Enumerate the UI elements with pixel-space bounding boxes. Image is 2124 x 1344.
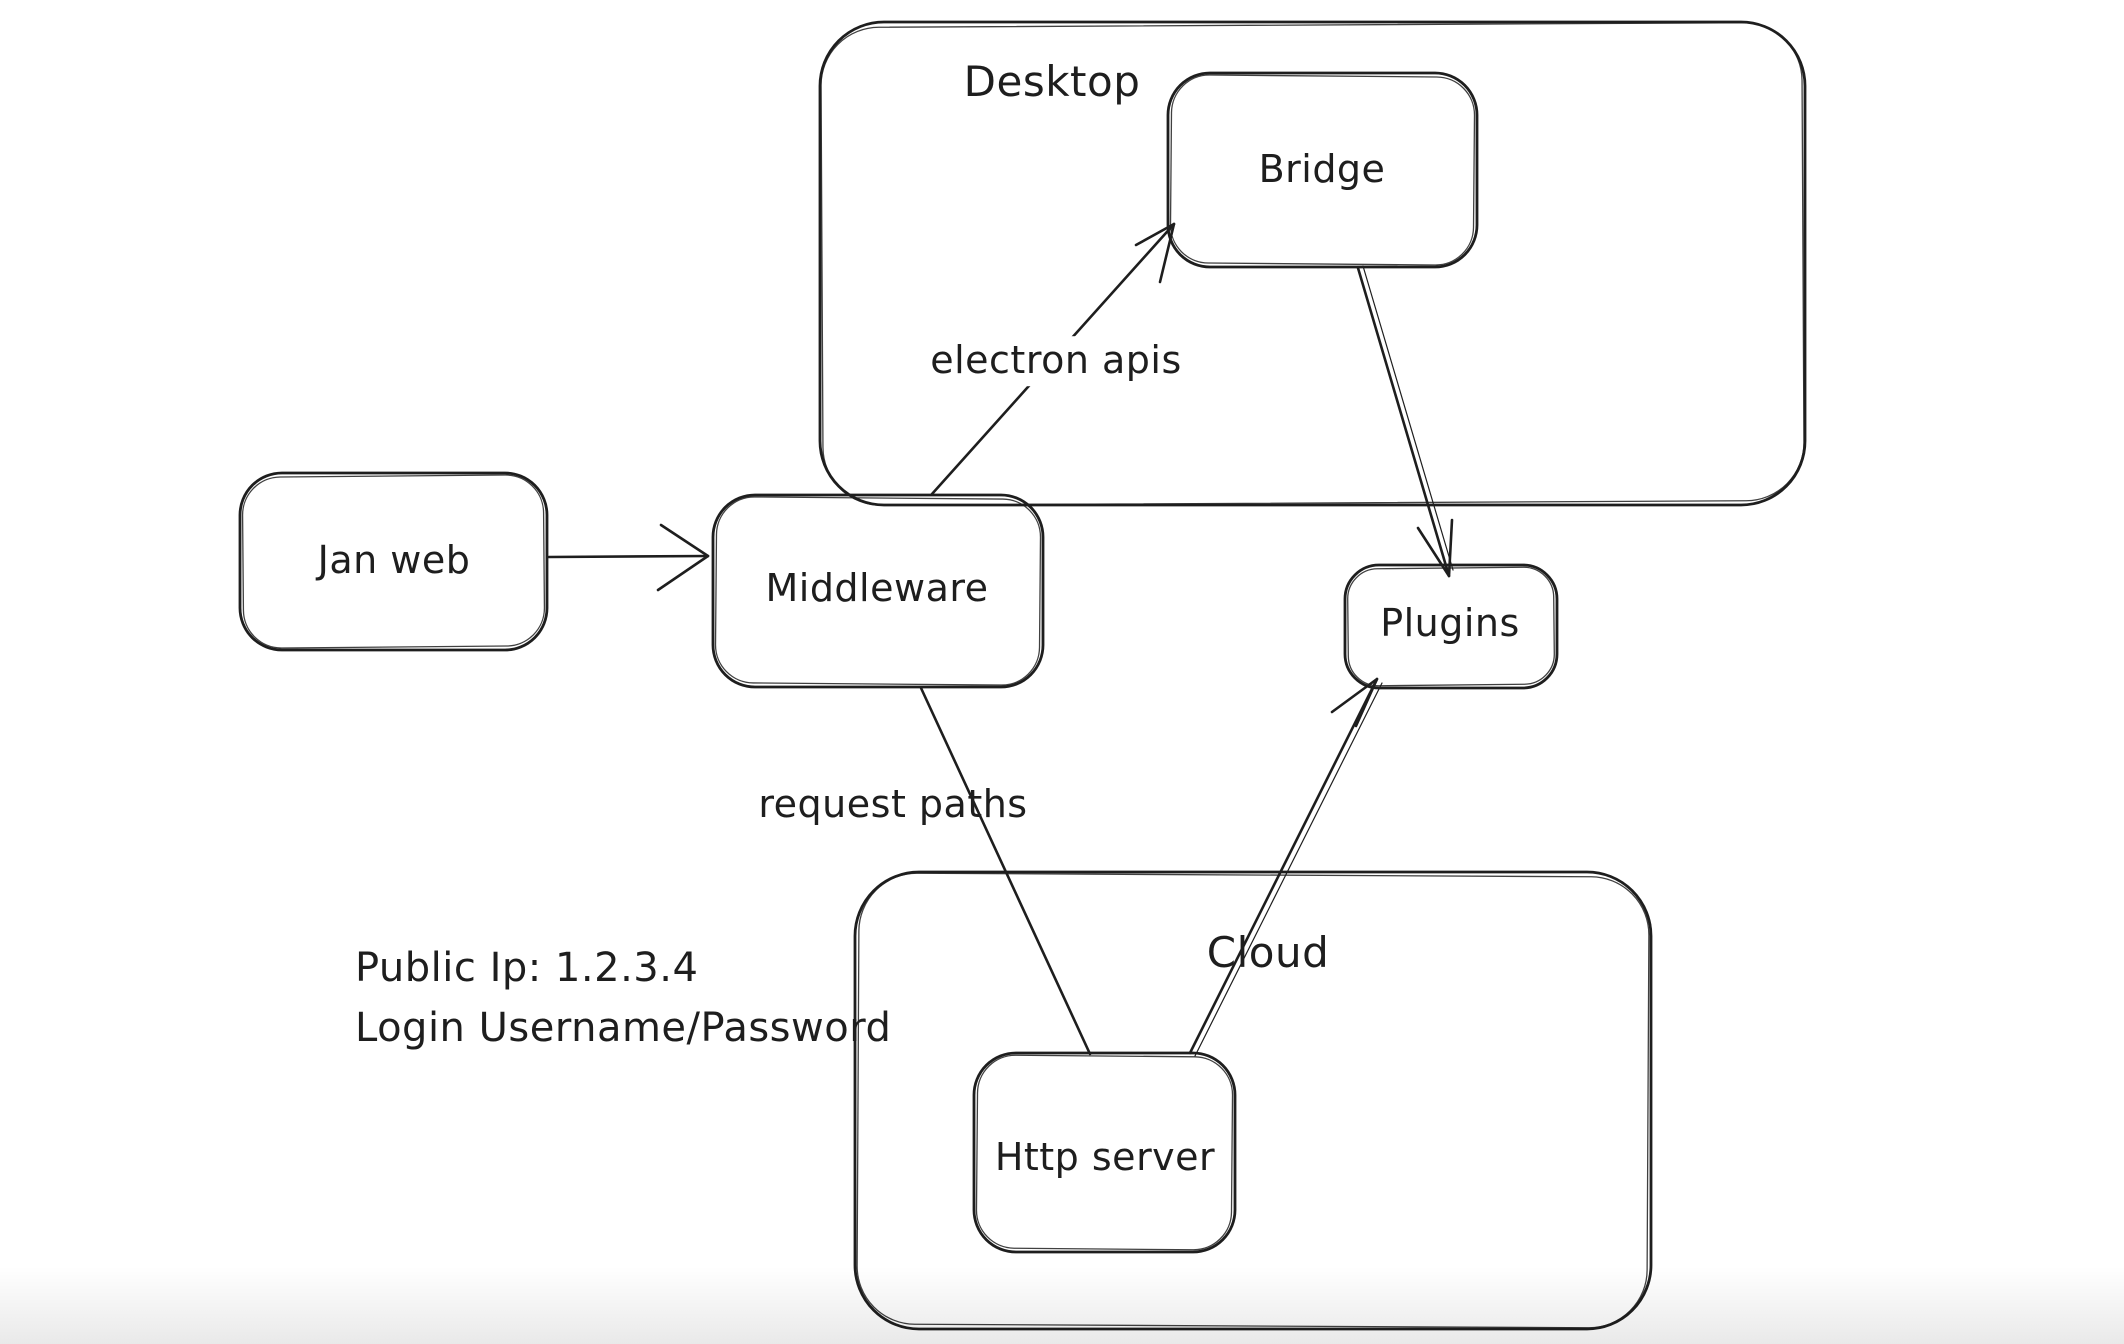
request-paths-edge-label[interactable]: request paths — [758, 782, 1028, 827]
desktop-container-sketch-stroke — [820, 22, 1805, 506]
cloud-container-label[interactable]: Cloud — [1206, 927, 1330, 977]
login-annotation[interactable]: Login Username/Password — [355, 1005, 892, 1051]
middleware-node-label[interactable]: Middleware — [765, 566, 989, 611]
jan-web-node-label[interactable]: Jan web — [317, 538, 471, 583]
desktop-container-label[interactable]: Desktop — [963, 56, 1141, 106]
bridge-node-box[interactable] — [1166, 71, 1479, 269]
cloud-container-sketch-stroke — [856, 872, 1650, 1329]
arrow-http-server-to-plugins[interactable] — [1188, 677, 1383, 1057]
middleware-node-sketch-stroke — [714, 496, 1042, 686]
http-server-node-box[interactable] — [972, 1051, 1237, 1254]
public-ip-annotation[interactable]: Public Ip: 1.2.3.4 — [355, 945, 699, 991]
jan-web-node-box[interactable] — [238, 471, 549, 652]
bridge-node-sketch-stroke — [1169, 74, 1476, 266]
plugins-node-label[interactable]: Plugins — [1380, 601, 1520, 646]
jan-web-node-sketch-stroke — [241, 474, 546, 649]
bridge-node-label[interactable]: Bridge — [1258, 147, 1386, 192]
arrow-bridge-to-plugins[interactable] — [1356, 265, 1454, 578]
arrow-jan-web-to-middleware[interactable] — [547, 523, 710, 592]
annotation-text-block[interactable]: Public Ip: 1.2.3.4 Login Username/Passwo… — [355, 938, 891, 1058]
middleware-node-box[interactable] — [711, 493, 1045, 689]
electron-apis-edge-label[interactable]: electron apis — [920, 336, 1192, 386]
line-middleware-to-http-server[interactable] — [919, 686, 1092, 1056]
cloud-container-box[interactable] — [853, 870, 1653, 1331]
http-server-node-sketch-stroke — [975, 1054, 1234, 1251]
http-server-node-label[interactable]: Http server — [994, 1135, 1216, 1180]
desktop-container-box[interactable] — [818, 20, 1807, 507]
